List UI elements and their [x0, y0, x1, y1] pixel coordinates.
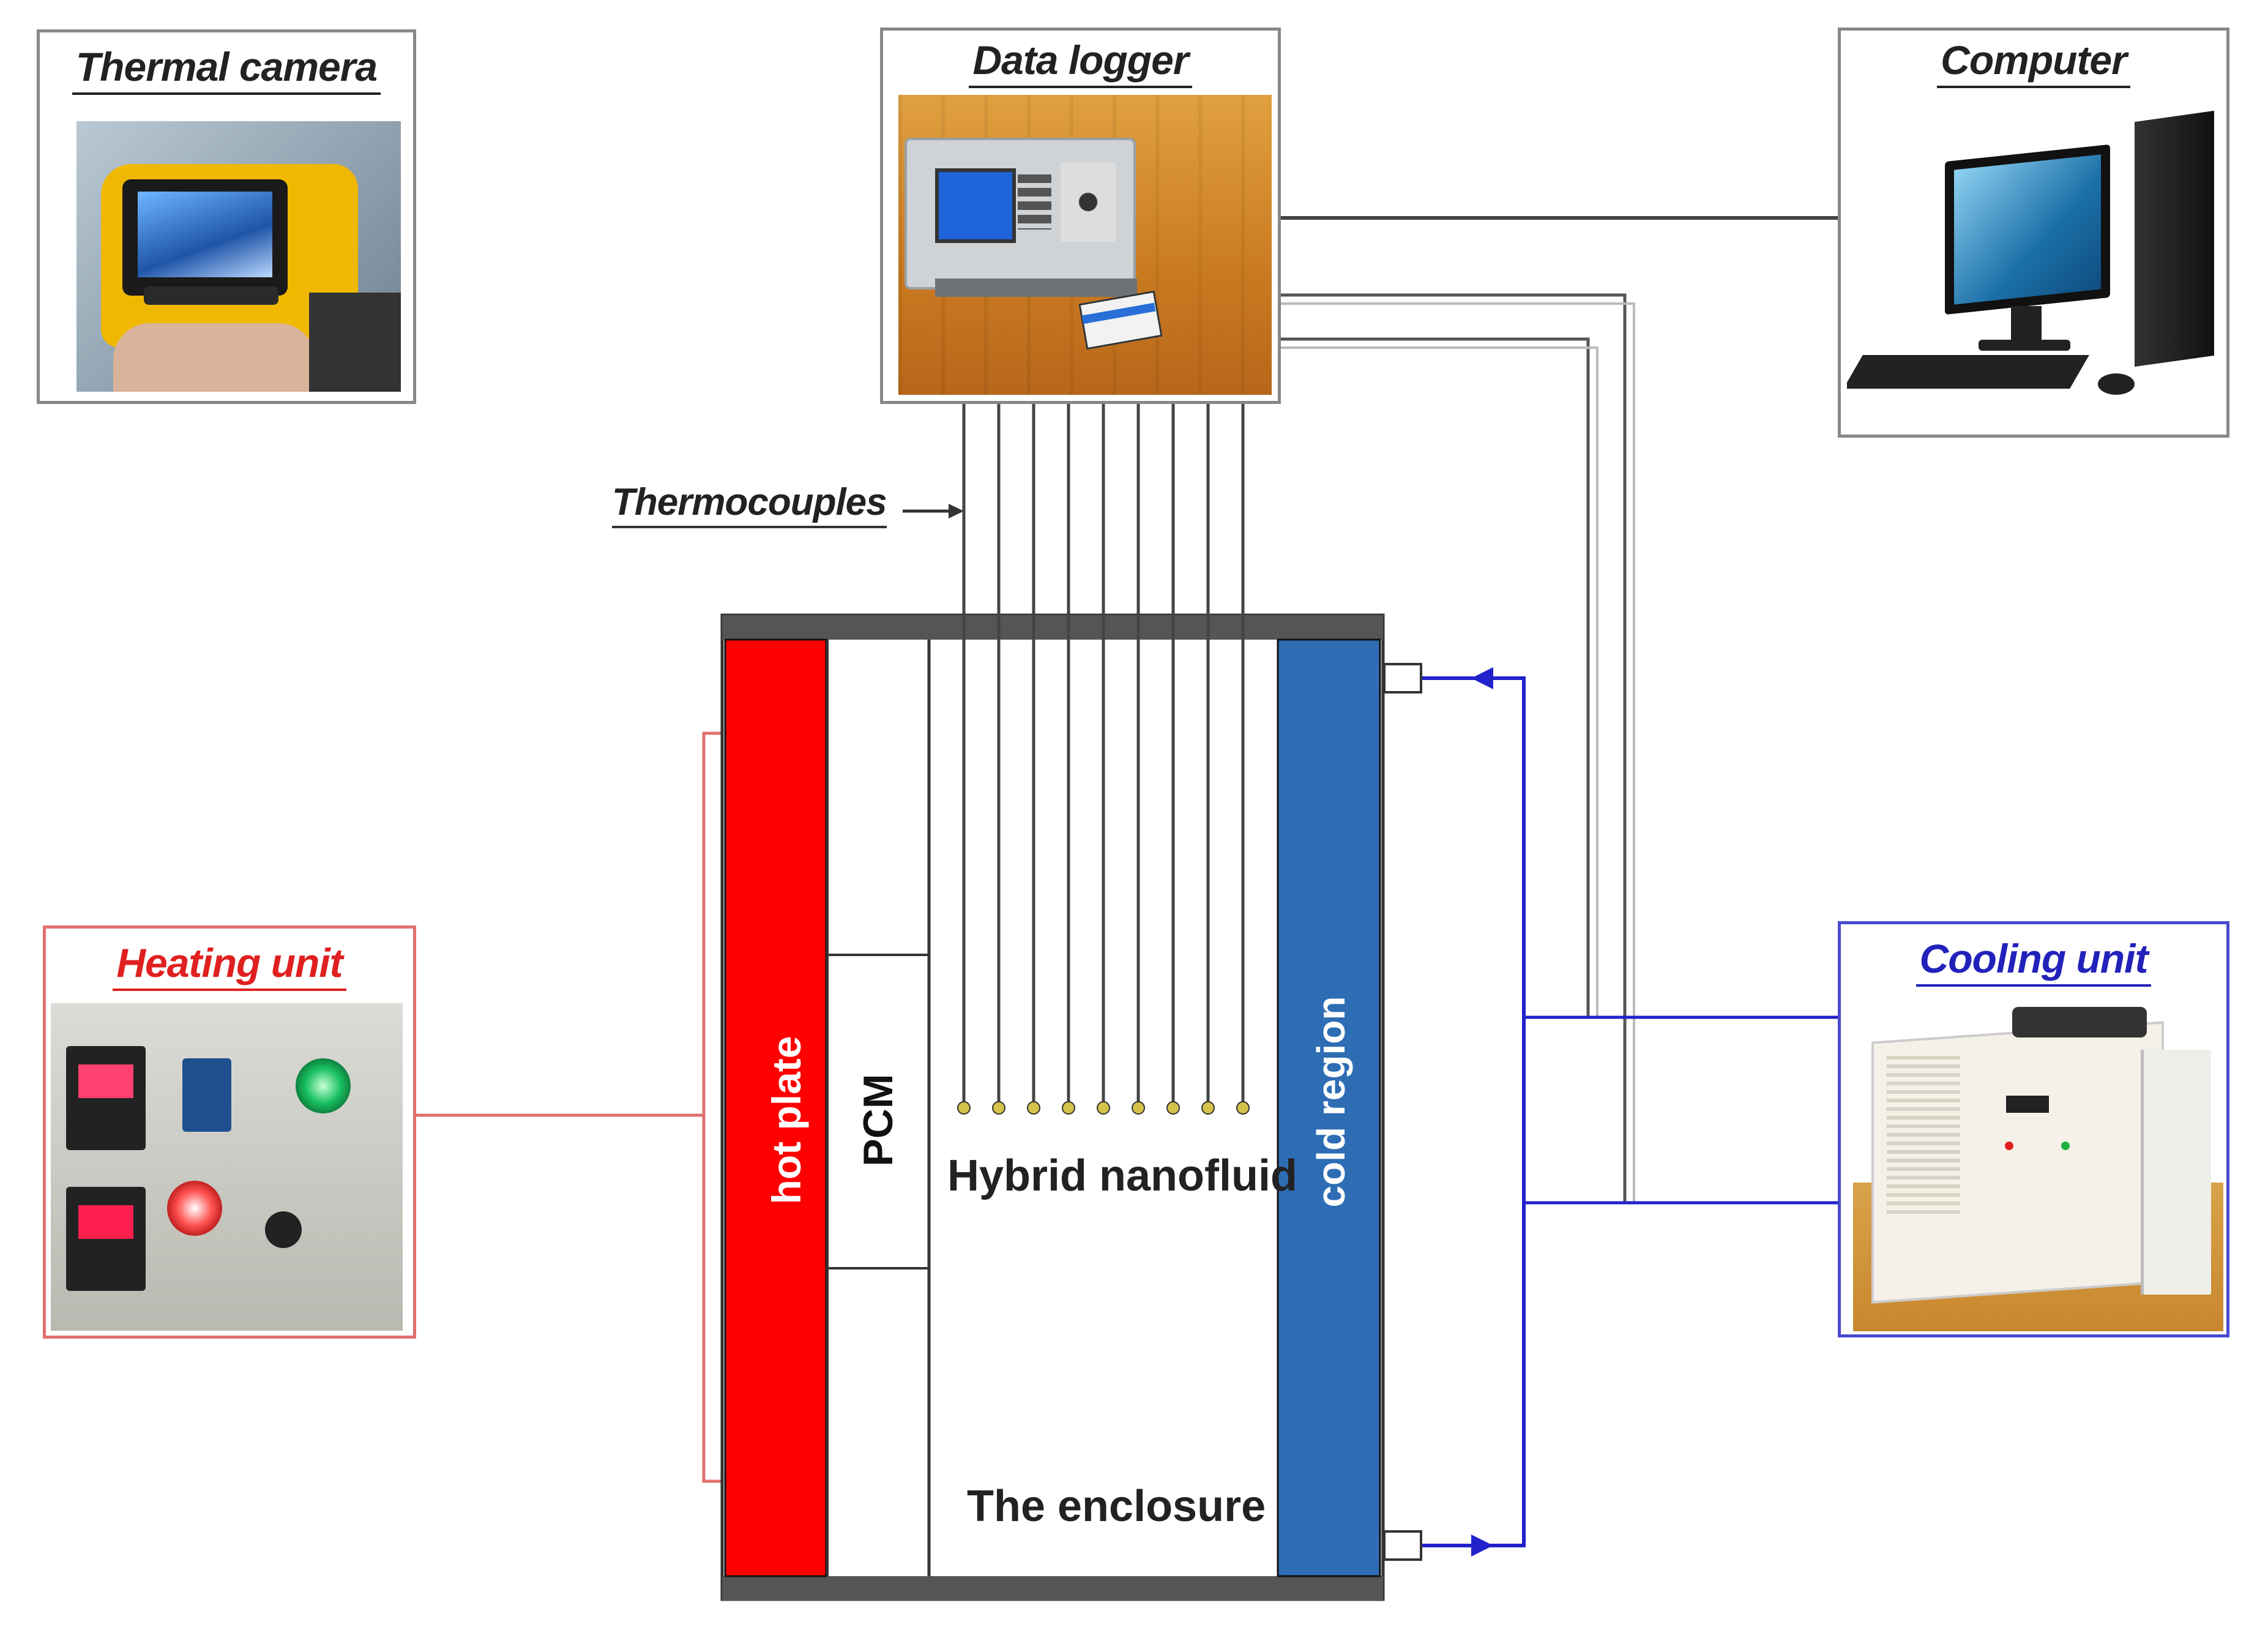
cooling-unit-box: Cooling unit — [1838, 921, 2229, 1337]
logger-cooling-cable-1b — [1280, 302, 1635, 1203]
enclosure-bottom-wall — [722, 1576, 1383, 1601]
thermocouples-label: Thermocouples — [612, 480, 887, 528]
heating-unit-box: Heating unit — [43, 925, 416, 1339]
cold-region-label: cold region — [1309, 996, 1353, 1208]
thermocouple-tip — [992, 1101, 1005, 1115]
data-logger-box: Data logger — [880, 28, 1281, 404]
thermocouple-arrowhead — [949, 504, 964, 518]
outlet-nozzle — [1383, 1530, 1422, 1561]
enclosure-top-wall — [722, 615, 1383, 640]
flow-arrow-in — [1471, 667, 1493, 689]
thermocouple-tip — [1027, 1101, 1040, 1115]
thermal-camera-photo — [76, 121, 401, 392]
logger-cooling-cable-2b — [1280, 346, 1598, 1017]
data-logger-photo — [898, 95, 1272, 395]
thermocouple-tip — [1062, 1101, 1075, 1115]
computer-box: Computer — [1838, 28, 2229, 438]
thermocouple-tip — [1132, 1101, 1145, 1115]
thermocouple-tip — [1236, 1101, 1250, 1115]
thermal-camera-title: Thermal camera — [40, 43, 413, 95]
thermal-camera-box: Thermal camera — [37, 29, 416, 404]
thermocouple-tip — [1201, 1101, 1215, 1115]
hot-plate-label: hot plate — [764, 1036, 809, 1205]
inlet-nozzle — [1383, 663, 1422, 693]
hybrid-nanofluid-label: Hybrid nanofluid — [947, 1151, 1297, 1200]
heating-unit-title: Heating unit — [46, 940, 413, 991]
chiller-photo — [1853, 1001, 2223, 1331]
pcm-label: PCM — [855, 1074, 901, 1167]
heating-panel-photo — [51, 1003, 403, 1331]
cooling-unit-title: Cooling unit — [1841, 935, 2226, 987]
thermocouple-wires — [957, 404, 1250, 1115]
enclosure-body — [720, 613, 1385, 1601]
enclosure-label: The enclosure — [967, 1482, 1266, 1531]
thermocouple-tip — [1097, 1101, 1110, 1115]
thermocouple-tip — [957, 1101, 971, 1115]
coolant-loop — [1421, 676, 1526, 1547]
computer-title: Computer — [1841, 37, 2226, 88]
flow-arrow-out — [1471, 1535, 1493, 1557]
heater-bracket — [702, 731, 722, 1483]
computer-photo — [1847, 98, 2226, 432]
thermocouple-tip — [1166, 1101, 1180, 1115]
cold-region — [1277, 638, 1381, 1577]
data-logger-title: Data logger — [883, 37, 1278, 88]
